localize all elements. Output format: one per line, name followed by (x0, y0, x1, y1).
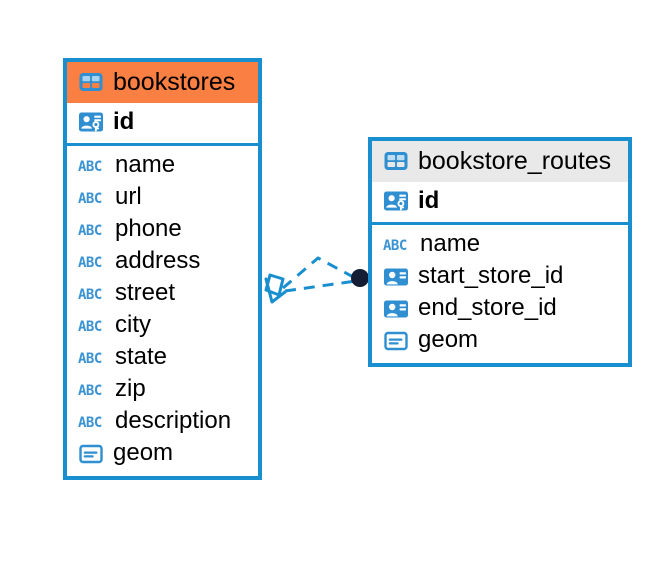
text-abc-icon: ABC (78, 191, 102, 207)
field-row-name[interactable]: ABC name (372, 229, 628, 261)
text-abc-icon: ABC (78, 159, 102, 175)
entity-title-bookstore-routes: bookstore_routes (418, 147, 612, 175)
entity-table-bookstores[interactable]: bookstores id ABC (63, 58, 262, 480)
field-row-address[interactable]: ABC address (67, 246, 258, 278)
field-row-city[interactable]: ABC city (67, 310, 258, 342)
field-label: name (420, 230, 481, 258)
text-abc-icon: ABC (78, 255, 102, 271)
primary-key-icon (79, 112, 103, 132)
field-label: city (115, 311, 151, 339)
field-row-start-store-id[interactable]: start_store_id (372, 261, 628, 293)
field-label: geom (113, 439, 174, 467)
field-row-phone[interactable]: ABC phone (67, 214, 258, 246)
relationship-line-start-store[interactable] (282, 256, 358, 290)
svg-text:ABC: ABC (78, 351, 102, 367)
table-grid-icon (79, 73, 103, 92)
text-abc-icon: ABC (78, 319, 102, 335)
svg-text:ABC: ABC (78, 287, 102, 303)
svg-text:ABC: ABC (78, 383, 102, 399)
field-row-geom[interactable]: geom (372, 325, 628, 357)
field-label: end_store_id (418, 294, 557, 322)
field-label: geom (418, 326, 479, 354)
primary-key-icon (384, 191, 408, 211)
text-abc-icon: ABC (383, 238, 407, 254)
field-label: state (115, 343, 168, 371)
field-label: street (115, 279, 176, 307)
field-label: address (115, 247, 201, 275)
entity-header-bookstores[interactable]: bookstores (67, 62, 258, 104)
table-grid-icon (384, 152, 408, 171)
field-label: zip (115, 375, 146, 403)
field-name-id: id (113, 108, 135, 136)
field-row-url[interactable]: ABC url (67, 182, 258, 214)
entity-table-bookstore-routes[interactable]: bookstore_routes id ABC (368, 137, 632, 367)
primary-key-section-bookstores: id (67, 103, 258, 146)
crowfoot-diamond-marker (264, 273, 287, 304)
field-label: name (115, 151, 176, 179)
field-row-geom[interactable]: geom (67, 438, 258, 470)
svg-text:ABC: ABC (383, 238, 407, 254)
text-abc-icon: ABC (78, 287, 102, 303)
primary-key-section-bookstore-routes: id (372, 182, 628, 225)
field-row-state[interactable]: ABC state (67, 342, 258, 374)
text-abc-icon: ABC (78, 223, 102, 239)
svg-text:ABC: ABC (78, 159, 102, 175)
field-list-bookstores: ABC name ABC url ABC phone ABC (67, 146, 258, 476)
foreign-key-icon (384, 300, 408, 318)
field-label: url (115, 183, 142, 211)
geometry-icon (79, 444, 103, 463)
text-abc-icon: ABC (78, 415, 102, 431)
text-abc-icon: ABC (78, 351, 102, 367)
filled-circle-marker (351, 269, 369, 287)
field-label: phone (115, 215, 182, 243)
svg-text:ABC: ABC (78, 223, 102, 239)
geometry-icon (384, 331, 408, 350)
svg-text:ABC: ABC (78, 255, 102, 271)
field-list-bookstore-routes: ABC name start_store_id (372, 225, 628, 363)
field-row-name[interactable]: ABC name (67, 150, 258, 182)
field-row-primary-key[interactable]: id (372, 182, 628, 221)
field-label: description (115, 407, 232, 435)
field-row-street[interactable]: ABC street (67, 278, 258, 310)
entity-header-bookstore-routes[interactable]: bookstore_routes (372, 141, 628, 183)
svg-text:ABC: ABC (78, 415, 102, 431)
field-label: start_store_id (418, 262, 564, 290)
entity-title-bookstores: bookstores (113, 68, 236, 96)
field-row-primary-key[interactable]: id (67, 103, 258, 142)
svg-text:ABC: ABC (78, 319, 102, 335)
field-row-end-store-id[interactable]: end_store_id (372, 293, 628, 325)
svg-text:ABC: ABC (78, 191, 102, 207)
foreign-key-icon (384, 268, 408, 286)
field-row-description[interactable]: ABC description (67, 406, 258, 438)
text-abc-icon: ABC (78, 383, 102, 399)
field-row-zip[interactable]: ABC zip (67, 374, 258, 406)
field-name-id: id (418, 187, 440, 215)
relationship-line-end-store[interactable] (284, 279, 357, 293)
